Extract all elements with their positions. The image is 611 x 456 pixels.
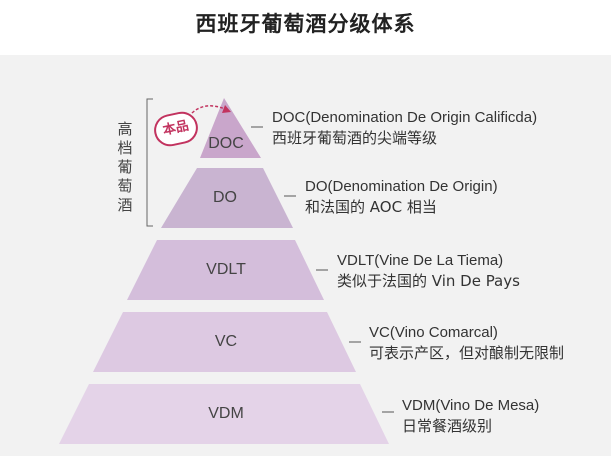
desc-vdm-note: 日常餐酒级别 — [402, 417, 493, 435]
desc-vc-title: VC(Vino Comarcal) — [369, 324, 498, 341]
desc-do-title: DO(Denomination De Origin) — [305, 178, 498, 195]
desc-do-note: 和法国的 AOC 相当 — [305, 198, 437, 216]
tier-vdlt — [127, 240, 324, 300]
desc-vc-note: 可表示产区，但对酿制无限制 — [369, 344, 565, 362]
tier-doc — [200, 98, 261, 158]
tier-label-vdlt: VDLT — [206, 261, 246, 278]
desc-vdm-title: VDM(Vino De Mesa) — [402, 397, 540, 414]
tier-vdm — [59, 384, 389, 444]
desc-vdlt-note: 类似于法国的 Vin De Pays — [337, 272, 520, 290]
desc-doc-title: DOC(Denomination De Origin Calificda) — [272, 109, 538, 126]
desc-vdlt: VDLT(Vine De La Tiema) 类似于法国的 Vin De Pay… — [337, 250, 520, 292]
tier-do — [161, 168, 293, 228]
desc-vc: VC(Vino Comarcal) 可表示产区，但对酿制无限制 — [369, 322, 564, 364]
tier-vc — [93, 312, 356, 372]
bracket-line — [146, 98, 153, 227]
desc-doc-note: 西班牙葡萄酒的尖端等级 — [272, 129, 438, 147]
page-title: 西班牙葡萄酒分级体系 — [195, 12, 416, 36]
bracket-label: 高档葡萄酒 — [117, 120, 133, 214]
tier-label-vc: VC — [214, 333, 238, 350]
desc-vdm: VDM(Vino De Mesa) 日常餐酒级别 — [402, 395, 539, 437]
desc-doc: DOC(Denomination De Origin Calificda) 西班… — [272, 107, 537, 149]
tier-label-doc: DOC — [208, 135, 244, 152]
badge-arrow — [191, 105, 226, 114]
desc-vdlt-title: VDLT(Vine De La Tiema) — [337, 252, 504, 269]
desc-do: DO(Denomination De Origin) 和法国的 AOC 相当 — [305, 176, 498, 218]
tier-label-do: DO — [213, 189, 237, 206]
arrow-head-icon — [222, 105, 231, 113]
tier-label-vdm: VDM — [208, 405, 244, 422]
